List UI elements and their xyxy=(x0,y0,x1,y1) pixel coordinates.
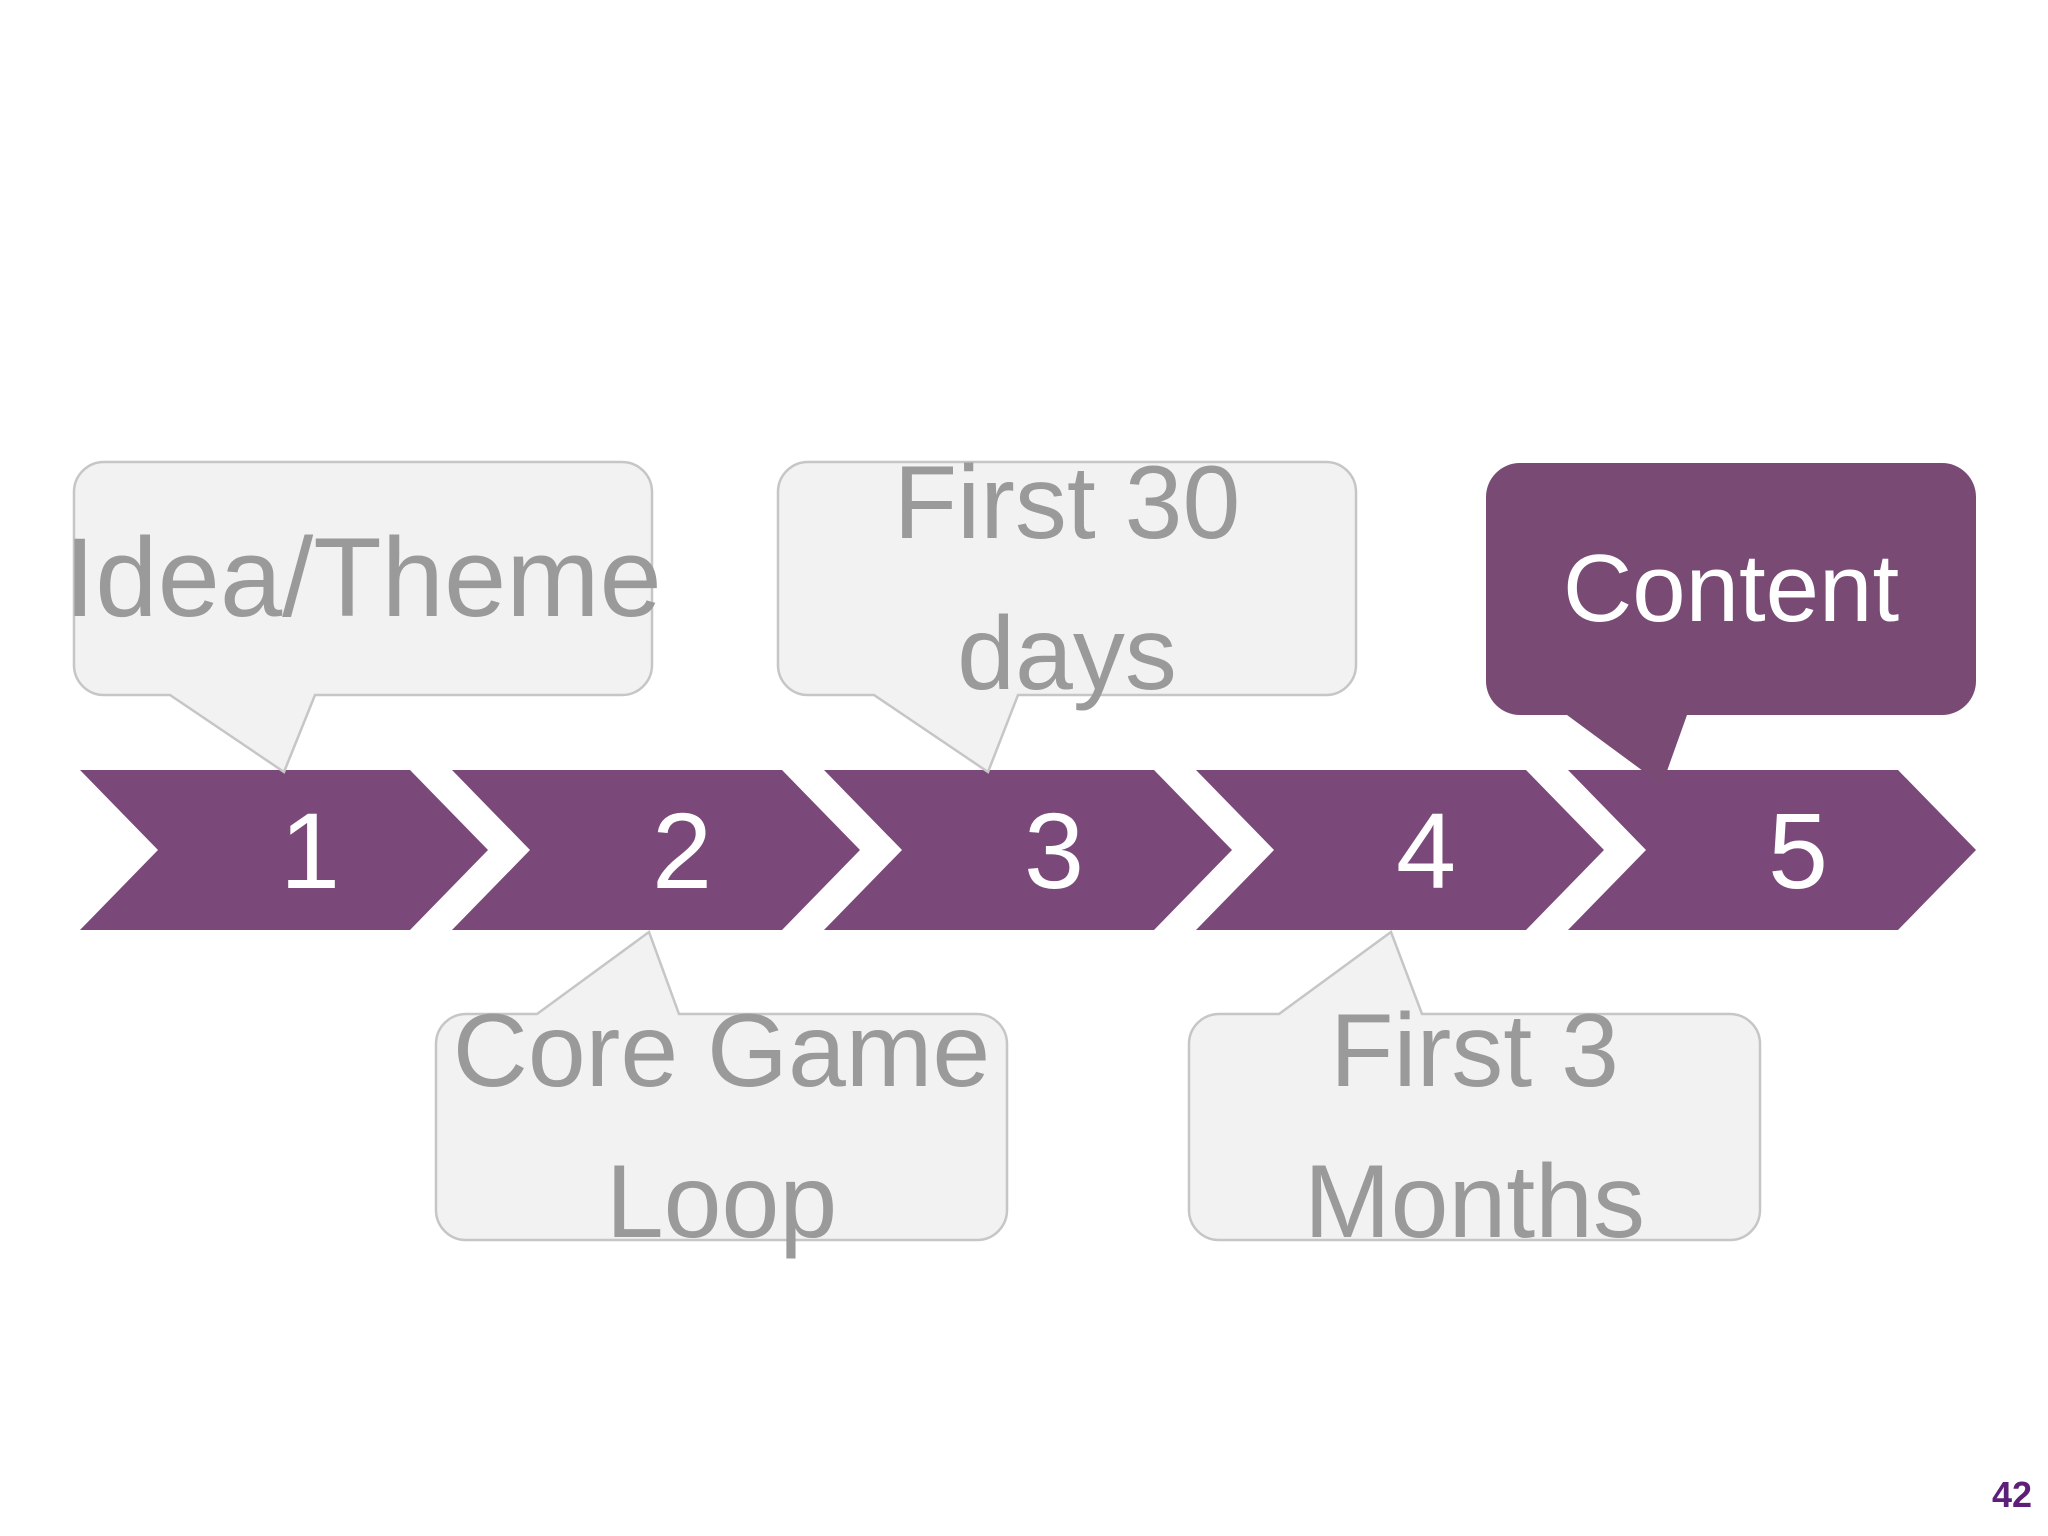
callout-content-shape xyxy=(1486,463,1976,785)
chevron-step-4 xyxy=(1196,770,1604,930)
chevron-step-5 xyxy=(1568,770,1976,930)
page-number: 42 xyxy=(1991,1474,2032,1515)
callout-idea-theme-shape xyxy=(72,460,654,774)
chevron-step-3 xyxy=(824,770,1232,930)
chevron-step-2 xyxy=(452,770,860,930)
callout-first-3-months-shape xyxy=(1187,930,1762,1242)
callout-core-game-loop-shape xyxy=(434,930,1009,1242)
chevron-step-1 xyxy=(80,770,488,930)
callout-first-30-days-shape xyxy=(776,460,1358,774)
